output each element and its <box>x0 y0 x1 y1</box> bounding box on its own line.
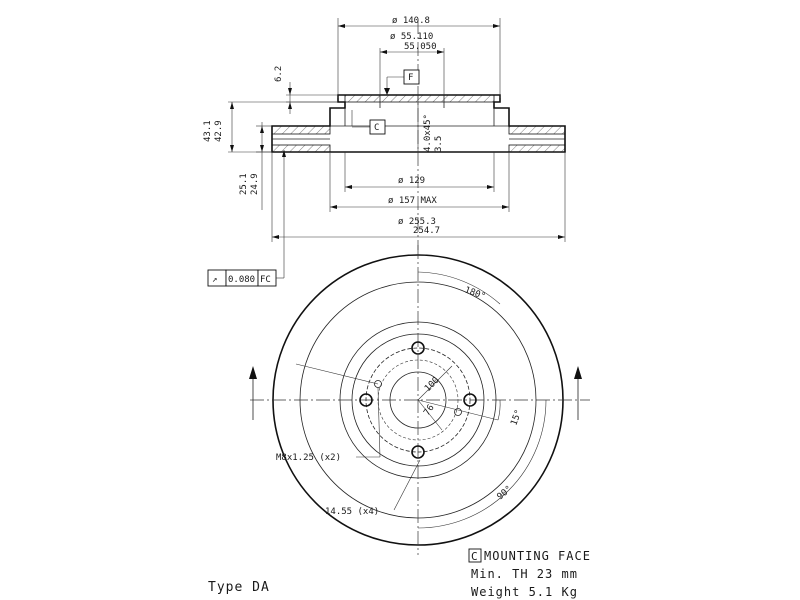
threaded-hole <box>454 408 462 416</box>
angle-15-label: 15° <box>509 408 524 427</box>
dim-255-3-label: ø 255.3 <box>398 217 436 227</box>
bolt-hole <box>359 393 373 407</box>
section-view: ø 140.8 ø 55.110 55.050 F C 6.2 43.1 <box>203 16 566 250</box>
plan-view: 100 76 15° 180° 90° M8x1.25 (x2) 14.55 (… <box>249 245 590 555</box>
angle-180-label: 180° <box>463 285 487 302</box>
dim-3-5-label: 3.5 <box>434 136 444 152</box>
runout-tolerance-frame: ↗ 0.080 FC <box>207 150 286 287</box>
runout-value: 0.080 <box>228 275 255 285</box>
mounting-face-box-label: C <box>471 550 479 563</box>
runout-datum: FC <box>260 275 271 285</box>
dim-24-9-label: 24.9 <box>250 173 260 195</box>
dim-140-label: ø 140.8 <box>392 16 430 26</box>
dim-254-7-label: 254.7 <box>413 226 440 236</box>
dim-6-2-label: 6.2 <box>274 66 284 82</box>
threaded-hole <box>374 380 382 388</box>
thread-note: M8x1.25 (x2) <box>276 453 341 463</box>
hat-outline <box>271 94 566 153</box>
dim-129-label: ø 129 <box>398 176 425 186</box>
min-thickness-text: Min. TH 23 mm <box>471 567 578 581</box>
dim-chamfer-label: 4.0x45° <box>423 114 433 152</box>
left-rotor-bottom-hatch <box>271 144 331 153</box>
mounting-face-text: MOUNTING FACE <box>484 549 591 563</box>
angle-180-arc <box>417 271 501 305</box>
type-label: Type DA <box>208 580 270 595</box>
bolt-hole <box>463 393 477 407</box>
dim-55-lower-label: 55.050 <box>404 42 437 52</box>
runout-symbol: ↗ <box>212 275 217 285</box>
pcd-76-label: 76 <box>422 403 436 418</box>
datum-c-box <box>369 119 386 135</box>
dim-25-1-label: 25.1 <box>239 173 249 195</box>
dim-55-upper-label: ø 55.110 <box>390 32 433 42</box>
bolt-hole <box>411 341 425 355</box>
right-rotor-bottom-hatch <box>508 144 566 153</box>
dim-43-1-label: 43.1 <box>203 120 213 142</box>
right-rotor-top-hatch <box>508 125 566 135</box>
pcd-100-label: 100 <box>423 376 442 395</box>
dim-157-label: ø 157 MAX <box>388 196 437 206</box>
hat-top-hatch <box>344 94 495 103</box>
left-rotor-top-hatch <box>271 125 331 135</box>
datum-c-label: C <box>374 123 379 133</box>
datum-f-label: F <box>408 73 413 83</box>
notes-block: C MOUNTING FACE Min. TH 23 mm Weight 5.1… <box>208 548 591 599</box>
dim-42-9-label: 42.9 <box>214 120 224 142</box>
bolt-hole <box>411 445 425 459</box>
weight-text: Weight 5.1 Kg <box>471 585 578 599</box>
datum-f-box <box>403 69 420 85</box>
hole-note: 14.55 (x4) <box>325 507 379 517</box>
angle-90-arc <box>417 399 547 529</box>
mounting-face-box <box>468 548 482 563</box>
